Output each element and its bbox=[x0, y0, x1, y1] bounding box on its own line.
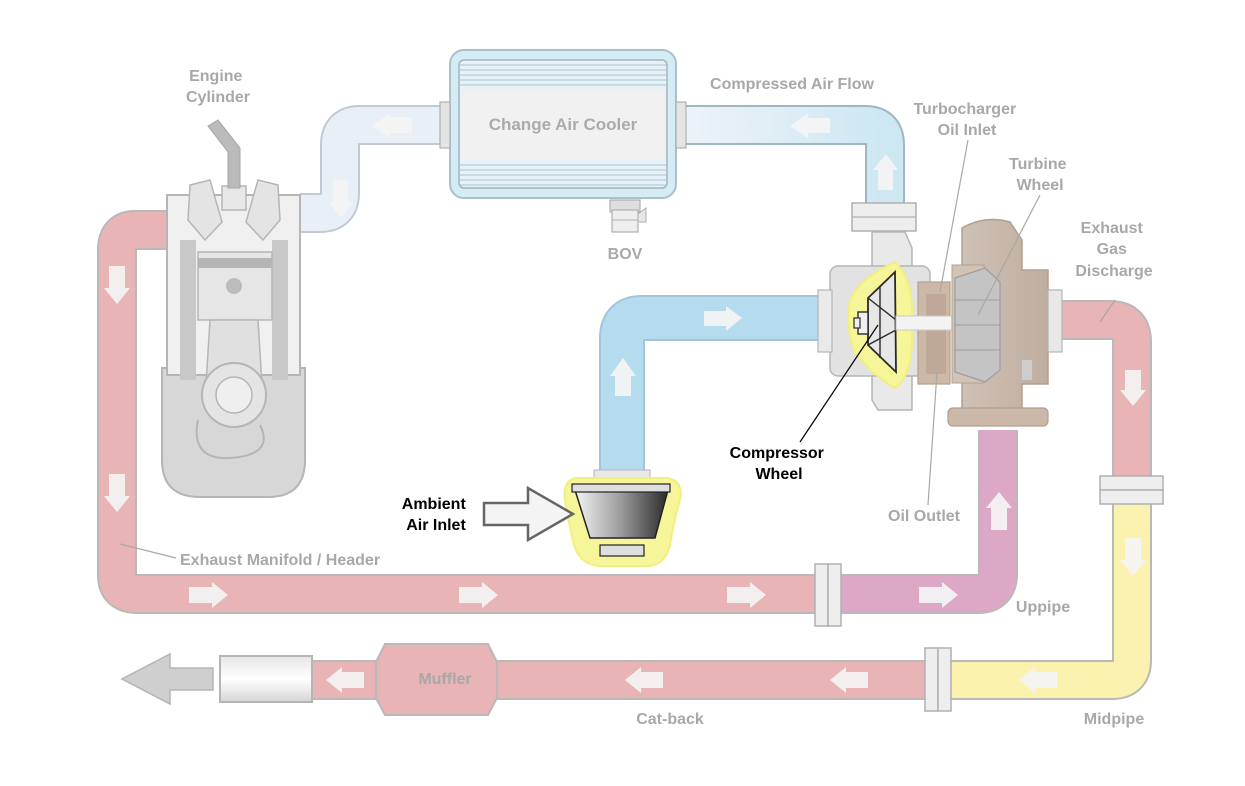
uppipe-pipe bbox=[830, 430, 1018, 614]
compressor-wheel bbox=[847, 260, 914, 390]
flange-midpipe bbox=[1099, 475, 1164, 505]
arrow-icon bbox=[328, 180, 353, 218]
engine-cylinder-label: Engine Cylinder bbox=[186, 68, 250, 106]
downpipe bbox=[1055, 300, 1152, 490]
compressor-wheel-label: Compressor Wheel bbox=[730, 445, 829, 483]
ambient-air-inlet-label: Ambient Air Inlet bbox=[402, 496, 470, 534]
flow-arrows bbox=[104, 113, 1146, 693]
charge-pipe bbox=[680, 105, 905, 210]
oil-outlet-label: Oil Outlet bbox=[888, 508, 961, 525]
turbo-center-housing bbox=[895, 281, 953, 385]
arrow-icon bbox=[326, 667, 364, 693]
arrow-icon bbox=[1019, 667, 1057, 693]
arrow-icon bbox=[704, 306, 742, 331]
arrow-icon bbox=[625, 667, 663, 693]
exhaust-manifold-pipe bbox=[97, 210, 830, 614]
arrow-icon bbox=[790, 113, 830, 138]
arrow-icon bbox=[104, 474, 130, 512]
arrow-icon bbox=[459, 582, 498, 608]
charge-air-cooler bbox=[439, 49, 687, 199]
engine-block bbox=[161, 119, 306, 498]
turbine-wheel-label: Turbine Wheel bbox=[1009, 156, 1071, 194]
compressed-air-flow-label: Compressed Air Flow bbox=[710, 76, 874, 93]
tailpipe-tip bbox=[120, 652, 313, 706]
turbo-oil-inlet-label: Turbocharger Oil Inlet bbox=[913, 101, 1020, 139]
exhaust-manifold-label: Exhaust Manifold / Header bbox=[180, 552, 380, 569]
midpipe-pipe bbox=[940, 490, 1152, 700]
flange-uppipe bbox=[814, 563, 842, 627]
arrow-icon bbox=[372, 113, 412, 138]
intake-manifold-pipe bbox=[300, 105, 448, 233]
ambient-air-arrow bbox=[482, 485, 576, 543]
bov-valve bbox=[609, 199, 647, 233]
uppipe-label: Uppipe bbox=[1016, 599, 1070, 616]
muffler-label: Muffler bbox=[418, 671, 471, 688]
midpipe-label: Midpipe bbox=[1084, 711, 1145, 728]
arrow-icon bbox=[189, 582, 228, 608]
turbine-wheel bbox=[954, 267, 1001, 383]
muffler bbox=[375, 643, 498, 716]
charge-air-cooler-label: Change Air Cooler bbox=[489, 115, 638, 134]
arrow-icon bbox=[727, 582, 766, 608]
arrow-icon bbox=[986, 492, 1012, 530]
flange-catback bbox=[924, 647, 952, 712]
air-filter bbox=[563, 469, 682, 567]
arrow-icon bbox=[1120, 538, 1146, 576]
arrow-icon bbox=[873, 154, 898, 190]
arrow-icon bbox=[919, 582, 958, 608]
arrow-icon bbox=[610, 358, 636, 396]
bov-label: BOV bbox=[608, 246, 643, 263]
arrow-icon bbox=[830, 667, 868, 693]
intake-pipe bbox=[599, 295, 830, 480]
catback-label: Cat-back bbox=[636, 711, 704, 728]
arrow-icon bbox=[104, 266, 130, 304]
exhaust-gas-discharge-label: Exhaust Gas Discharge bbox=[1075, 220, 1152, 280]
arrow-icon bbox=[1120, 370, 1146, 406]
